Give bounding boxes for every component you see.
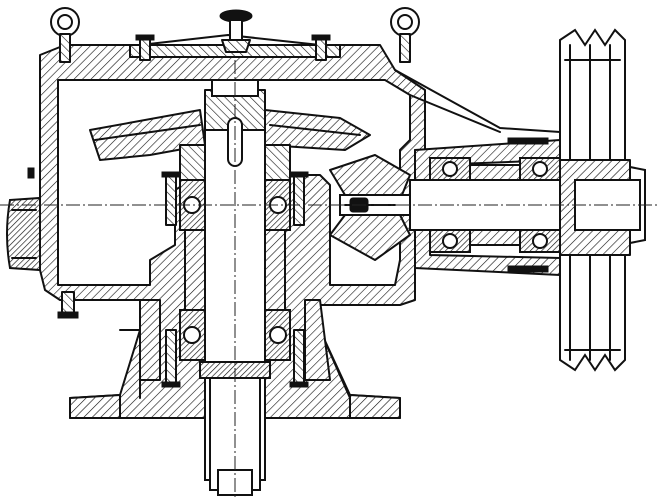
drain-plug [57, 291, 79, 319]
cover-bolts [135, 34, 331, 61]
lower-bearing [179, 309, 291, 361]
center-lines [0, 60, 657, 500]
large-bevel-gear [89, 109, 371, 181]
v-belt-pulley [559, 28, 641, 372]
inspection-cover-line [139, 34, 321, 46]
pinion-upper-teeth [329, 154, 411, 201]
left-end-cap [6, 196, 41, 272]
bevel-gear-left-teeth [89, 109, 206, 161]
housing-base-flange [69, 394, 401, 419]
bearing-cap-bolts [161, 171, 309, 388]
bevel-pinion [329, 154, 411, 261]
input-shaft-bearings [429, 157, 561, 253]
breather-knob [219, 9, 253, 53]
pulley-lower-grooves [559, 254, 626, 372]
pinion-lower-teeth [329, 214, 411, 261]
